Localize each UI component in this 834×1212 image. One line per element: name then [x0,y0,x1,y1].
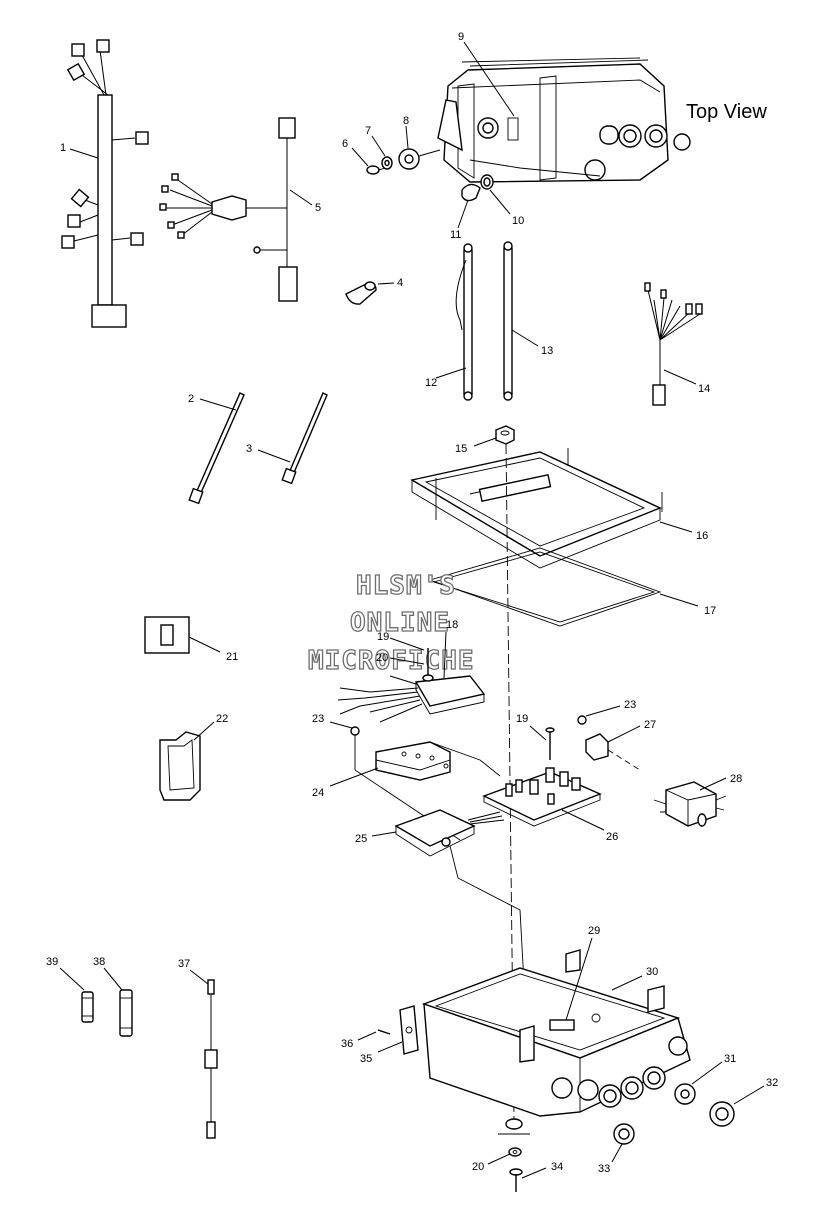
callout-3: 3 [246,443,252,455]
part-grommet-base [498,1118,530,1135]
part-14-sub-harness [644,282,703,406]
top-view-title: Top View [686,101,767,123]
part-21-label [144,616,190,654]
part-10-o-ring [480,174,494,190]
part-38-fuse [119,989,133,1037]
callout-37: 37 [178,958,190,970]
callout-25: 25 [355,833,367,845]
part-29-terminal-block [549,1019,575,1031]
callout-39: 39 [46,956,58,968]
callout-23-left: 23 [312,713,324,725]
callout-1: 1 [60,142,66,154]
part-23-grommet-right [577,715,587,725]
part-9-enclosure-top-view [437,57,691,183]
callout-12: 12 [425,377,437,389]
callout-24: 24 [312,787,324,799]
callout-7: 7 [365,125,371,137]
callout-2: 2 [188,393,194,405]
callout-20-lower: 20 [472,1161,484,1173]
callout-22: 22 [216,713,228,725]
callout-4: 4 [397,277,403,289]
callout-33: 33 [598,1163,610,1175]
part-32-cap-nut [709,1101,735,1127]
part-1-wiring-harness [61,39,149,328]
callout-11: 11 [450,229,461,241]
watermark-line-3: MICROFICHE [308,646,475,676]
part-3-cable-tie [281,392,328,485]
part-11-cap [461,183,481,202]
callout-27: 27 [644,719,656,731]
callout-6: 6 [342,138,348,150]
callout-38: 38 [93,956,105,968]
part-4-boot [345,281,377,305]
callout-16: 16 [696,530,708,542]
part-35-latch [399,1005,419,1055]
callout-21: 21 [226,651,238,663]
part-12-cable [455,243,473,401]
callout-35: 35 [360,1053,372,1065]
callout-15: 15 [455,443,467,455]
part-19-screw-lower [545,727,555,760]
callout-14: 14 [698,383,710,395]
callout-17: 17 [704,605,716,617]
part-5-harness [159,117,298,302]
part-37-fuse-holder [204,979,218,1139]
part-28-relay [653,781,727,827]
watermark: HLSM'S ONLINE MICROFICHE [307,570,475,676]
part-33-plug [613,1123,635,1145]
callout-36: 36 [341,1038,353,1050]
part-18-module [337,675,486,723]
part-26-circuit-board [482,767,602,827]
part-30-box [421,949,691,1117]
callout-29: 29 [588,925,600,937]
part-31-bushing [674,1083,696,1105]
part-24-bracket [375,741,501,781]
callout-8: 8 [403,115,409,127]
part-13-cable [503,241,513,401]
callout-32: 32 [766,1077,778,1089]
callout-31: 31 [724,1053,736,1065]
part-8-grommet [398,148,441,170]
callout-20-upper: 20 [376,652,388,664]
callout-13: 13 [541,345,553,357]
part-19-screw-upper [422,648,434,682]
part-39-fuse [81,991,94,1023]
callout-28: 28 [730,773,742,785]
callout-9: 9 [458,31,464,43]
watermark-line-2: ONLINE [350,608,450,638]
part-2-cable-tie [188,392,245,505]
callout-19-upper: 19 [377,631,389,643]
callout-5: 5 [315,202,321,214]
callout-18: 18 [446,619,458,631]
callout-26: 26 [606,831,618,843]
callout-10: 10 [512,215,524,227]
callout-34: 34 [551,1161,563,1173]
part-20-washer [508,1147,522,1157]
callout-23-right: 23 [624,699,636,711]
part-17-gasket [428,547,662,627]
callout-30: 30 [646,966,658,978]
callout-19-lower: 19 [516,713,528,725]
part-15-nut [495,425,515,445]
part-7-washer [381,156,393,170]
part-27-clip [585,733,641,771]
part-36-pin [377,1029,391,1035]
part-25-rectifier [394,809,527,1021]
watermark-line-1: HLSM'S [356,571,456,601]
part-34-bolt [509,1168,523,1192]
part-22-seal [159,731,201,801]
part-16-lid [410,448,663,569]
